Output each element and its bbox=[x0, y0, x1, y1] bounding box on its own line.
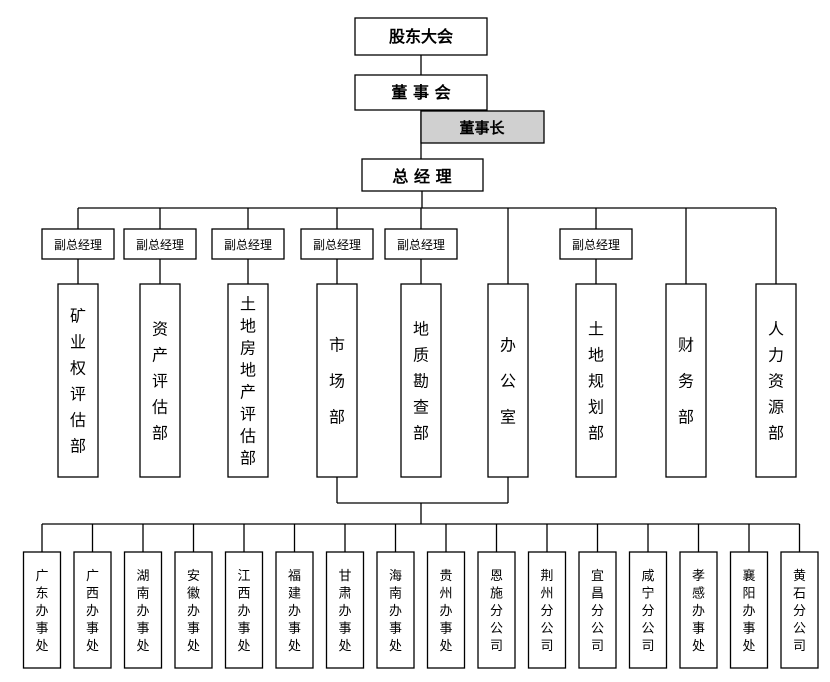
vp-box bbox=[559, 228, 633, 260]
vp-box bbox=[211, 228, 285, 260]
vp-box bbox=[123, 228, 197, 260]
branch-rect bbox=[123, 551, 163, 669]
branch-rect bbox=[376, 551, 415, 669]
branch-rect bbox=[325, 551, 365, 669]
department-label: 市场部 bbox=[329, 336, 345, 427]
branch-box: 湖南办事处 bbox=[123, 551, 163, 669]
branch-box: 孝感办事处 bbox=[679, 551, 718, 669]
branch-label: 咸宁分公司 bbox=[641, 569, 654, 654]
connector-lines bbox=[41, 55, 801, 552]
branch-box: 福建办事处 bbox=[275, 551, 314, 669]
vp-box bbox=[41, 228, 115, 260]
department-rect bbox=[227, 283, 269, 478]
branch-rect bbox=[578, 551, 617, 669]
board-box: 董 事 会 bbox=[354, 74, 488, 111]
branch-label: 贵州办事处 bbox=[439, 569, 452, 654]
department-rect bbox=[755, 283, 797, 478]
branch-label: 荆州分公司 bbox=[540, 568, 553, 654]
branch-rect bbox=[527, 551, 567, 669]
branch-box: 贵州办事处 bbox=[426, 551, 466, 669]
branch-box: 黄石分公司 bbox=[780, 551, 819, 669]
branch-rect bbox=[275, 551, 314, 669]
branch-box: 广西办事处 bbox=[73, 551, 112, 669]
branch-label: 福建办事处 bbox=[288, 569, 301, 654]
branch-rect bbox=[477, 551, 516, 669]
department-label: 财务部 bbox=[678, 336, 694, 427]
department-rect bbox=[316, 283, 358, 478]
vp-label: 副总经理 bbox=[224, 238, 272, 252]
branch-box: 海南办事处 bbox=[376, 551, 415, 669]
branch-label: 孝感办事处 bbox=[692, 569, 705, 654]
branch-label: 宜昌分公司 bbox=[591, 569, 604, 654]
department-box: 财务部 bbox=[665, 283, 707, 478]
branch-label: 广西办事处 bbox=[86, 569, 99, 654]
branch-rect bbox=[22, 551, 62, 669]
department-label: 土地房地产评估部 bbox=[240, 295, 256, 468]
chairman-label: 董事长 bbox=[459, 119, 505, 137]
department-rect bbox=[139, 283, 181, 478]
department-label: 办公室 bbox=[500, 336, 516, 427]
department-box: 人力资源部 bbox=[755, 283, 797, 478]
branch-label: 海南办事处 bbox=[389, 569, 402, 654]
branch-label: 广东办事处 bbox=[35, 569, 48, 654]
branch-box: 甘肃办事处 bbox=[325, 551, 365, 669]
gm-label: 总 经 理 bbox=[392, 167, 451, 186]
branch-rect bbox=[224, 551, 264, 669]
branch-label: 恩施分公司 bbox=[490, 569, 503, 654]
branch-box: 咸宁分公司 bbox=[628, 551, 668, 669]
branch-rect bbox=[729, 551, 769, 669]
branch-label: 安徽办事处 bbox=[187, 569, 200, 654]
vp-label: 副总经理 bbox=[572, 238, 620, 252]
vp-label: 副总经理 bbox=[397, 238, 445, 252]
department-rect bbox=[57, 283, 99, 478]
branch-rect bbox=[174, 551, 213, 669]
branches: 广东办事处 广西办事处 湖南办事处 安徽办事处 江西办事处 福建办事处 甘肃办事处 海南办事处… bbox=[22, 551, 819, 669]
branch-rect bbox=[679, 551, 718, 669]
branch-label: 黄石分公司 bbox=[793, 569, 806, 654]
department-label: 土地规划部 bbox=[588, 320, 604, 443]
vp-label: 副总经理 bbox=[313, 238, 361, 252]
branch-box: 荆州分公司 bbox=[527, 551, 567, 669]
department-rect bbox=[575, 283, 617, 478]
branch-box: 广东办事处 bbox=[22, 551, 62, 669]
chairman-box: 董事长 bbox=[420, 110, 545, 144]
branch-rect bbox=[73, 551, 112, 669]
board-label: 董 事 会 bbox=[391, 83, 450, 102]
shareholders-label: 股东大会 bbox=[389, 27, 453, 46]
branch-label: 甘肃办事处 bbox=[338, 569, 351, 654]
branch-rect bbox=[780, 551, 819, 669]
branch-label: 湖南办事处 bbox=[136, 569, 149, 654]
shareholders-box: 股东大会 bbox=[354, 17, 488, 56]
vp-label: 副总经理 bbox=[54, 238, 102, 252]
department-label: 资产评估部 bbox=[152, 320, 168, 443]
gm-box: 总 经 理 bbox=[361, 158, 484, 192]
branch-label: 襄阳办事处 bbox=[742, 568, 755, 654]
department-label: 人力资源部 bbox=[768, 320, 784, 443]
departments: 副总经理矿业权评估部副总经理资产评估部副总经理土地房地产评估部副总经理市场部副总… bbox=[41, 228, 797, 478]
branch-box: 襄阳办事处 bbox=[729, 551, 769, 669]
department-rect bbox=[400, 283, 442, 478]
vp-box bbox=[300, 228, 374, 260]
branch-box: 宜昌分公司 bbox=[578, 551, 617, 669]
department-rect bbox=[665, 283, 707, 478]
branch-rect bbox=[426, 551, 466, 669]
vp-label: 副总经理 bbox=[136, 238, 184, 252]
department-label: 地质勘查部 bbox=[413, 320, 429, 443]
branch-rect bbox=[628, 551, 668, 669]
department-rect bbox=[487, 283, 529, 478]
department-label: 矿业权评估部 bbox=[70, 307, 86, 456]
branch-box: 安徽办事处 bbox=[174, 551, 213, 669]
branch-box: 江西办事处 bbox=[224, 551, 264, 669]
branch-box: 恩施分公司 bbox=[477, 551, 516, 669]
vp-box bbox=[384, 228, 458, 260]
department-box: 办公室 bbox=[487, 283, 529, 478]
branch-label: 江西办事处 bbox=[237, 569, 250, 654]
